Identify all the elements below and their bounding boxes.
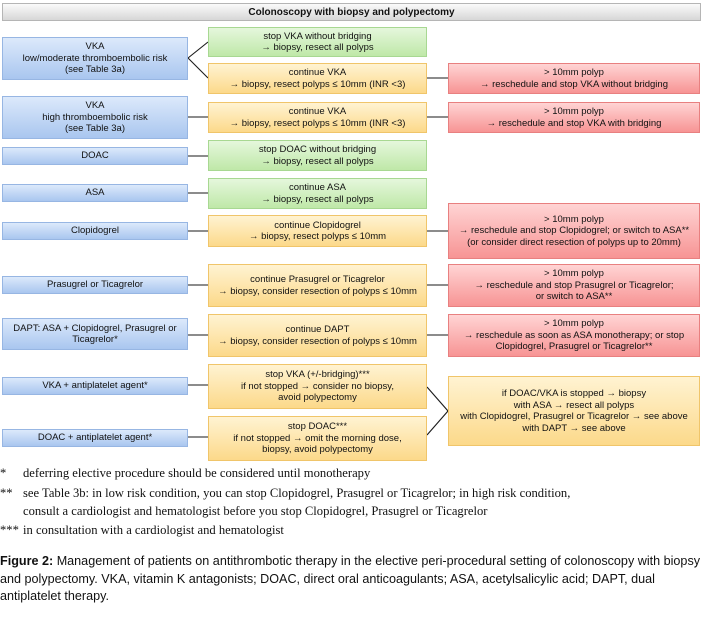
caption-text: Management of patients on antithrombotic… bbox=[0, 554, 701, 603]
connector-vka-low-continue bbox=[187, 57, 209, 79]
caption-label: Figure 2: bbox=[0, 554, 54, 568]
box-dapt-continue: continue DAPT→ biopsy, consider resectio… bbox=[208, 314, 427, 357]
box-vka-low-stop: stop VKA without bridging→ biopsy, resec… bbox=[208, 27, 427, 57]
box-vka-low-continue: continue VKA→ biopsy, resect polyps ≤ 10… bbox=[208, 63, 427, 94]
box-asa: ASA bbox=[2, 184, 188, 202]
box-clopidogrel: Clopidogrel bbox=[2, 222, 188, 240]
diagram-title: Colonoscopy with biopsy and polypectomy bbox=[2, 3, 701, 21]
box-clopidogrel-continue: continue Clopidogrel→ biopsy, resect pol… bbox=[208, 215, 427, 247]
box-doac-antiplatelet-stop: stop DOAC***if not stopped → omit the mo… bbox=[208, 416, 427, 461]
footnote-mark: *** bbox=[0, 523, 19, 537]
footnote-text: deferring elective procedure should be c… bbox=[23, 466, 371, 480]
footnote-mark: * bbox=[0, 466, 7, 480]
box-vka-antiplatelet: VKA + antiplatelet agent* bbox=[2, 377, 188, 395]
footnote-mark: ** bbox=[0, 486, 13, 500]
box-doac: DOAC bbox=[2, 147, 188, 165]
figure-caption: Figure 2: Management of patients on anti… bbox=[0, 553, 703, 606]
box-vka-high-reschedule: > 10mm polyp→ reschedule and stop VKA wi… bbox=[448, 102, 700, 133]
connector-vka-antiplatelet-next bbox=[426, 386, 449, 412]
box-prasugrel-continue: continue Prasugrel or Ticagrelor→ biopsy… bbox=[208, 264, 427, 307]
box-dapt: DAPT: ASA + Clopidogrel, Prasugrel or Ti… bbox=[2, 318, 188, 350]
box-doac-stop: stop DOAC without bridging→ biopsy, rese… bbox=[208, 140, 427, 171]
box-prasugrel-ticagrelor: Prasugrel or Ticagrelor bbox=[2, 276, 188, 294]
footnote-text: consult a cardiologist and hematologist … bbox=[23, 504, 488, 518]
footnote-1: * deferring elective procedure should be… bbox=[0, 465, 703, 482]
connector-doac-antiplatelet-next bbox=[426, 410, 449, 436]
box-vka-antiplatelet-stop: stop VKA (+/-bridging)***if not stopped … bbox=[208, 364, 427, 409]
footnote-text: in consultation with a cardiologist and … bbox=[23, 523, 284, 537]
box-asa-continue: continue ASA→ biopsy, resect all polyps bbox=[208, 178, 427, 209]
footnote-text: see Table 3b: in low risk condition, you… bbox=[23, 486, 571, 500]
box-dapt-reschedule: > 10mm polyp→ reschedule as soon as ASA … bbox=[448, 314, 700, 357]
footnote-3: *** in consultation with a cardiologist … bbox=[0, 522, 703, 539]
box-doac-antiplatelet: DOAC + antiplatelet agent* bbox=[2, 429, 188, 447]
connector-vka-low-stop bbox=[187, 41, 209, 59]
box-prasugrel-reschedule: > 10mm polyp→ reschedule and stop Prasug… bbox=[448, 264, 700, 307]
box-vka-high-continue: continue VKA→ biopsy, resect polyps ≤ 10… bbox=[208, 102, 427, 133]
footnote-2: ** see Table 3b: in low risk condition, … bbox=[0, 485, 703, 519]
box-clopidogrel-reschedule: > 10mm polyp→ reschedule and stop Clopid… bbox=[448, 203, 700, 259]
box-vka-low-reschedule: > 10mm polyp→ reschedule and stop VKA wi… bbox=[448, 63, 700, 94]
